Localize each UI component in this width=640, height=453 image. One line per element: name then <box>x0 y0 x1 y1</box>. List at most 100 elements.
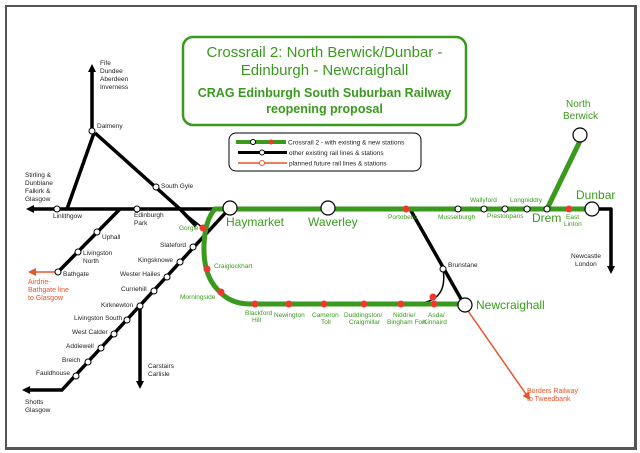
label-blackford-2: Hill <box>252 317 262 324</box>
label-livingston-north-2: North <box>83 258 99 265</box>
label-wester-hailes: Wester Hailes <box>120 271 161 278</box>
station-west-calder[interactable] <box>110 330 118 338</box>
label-cameron-2: Toll <box>321 319 331 326</box>
station-asda[interactable] <box>430 300 438 308</box>
label-duddingston-2: Craigmillar <box>349 319 381 326</box>
station-slateford[interactable] <box>189 243 197 251</box>
dest-newcastle: Newcastle <box>571 253 601 260</box>
station-musselburgh[interactable] <box>454 205 462 213</box>
label-edinburgh-park-1: Edinburgh <box>134 212 164 219</box>
station-newington[interactable] <box>285 300 293 308</box>
subtitle-line-2: reopening proposal <box>266 102 383 116</box>
station-duddingston[interactable] <box>360 300 368 308</box>
station-dalmeny[interactable] <box>88 127 96 135</box>
station-dunbar[interactable] <box>584 201 600 217</box>
station-addiewell[interactable] <box>97 344 105 352</box>
crossrail-labels: Musselburgh Wallyford Prestonpans Longni… <box>179 197 582 326</box>
station-linlithgow[interactable] <box>53 205 61 213</box>
station-gorgie[interactable] <box>199 224 207 232</box>
label-north-berwick-2: Berwick <box>563 111 599 122</box>
station-prestonpans[interactable] <box>501 205 509 213</box>
title-line-1: Crossrail 2: North Berwick/Dunbar - <box>207 44 443 61</box>
station-cameron-toll[interactable] <box>320 300 328 308</box>
station-wallyford[interactable] <box>480 205 488 213</box>
label-edinburgh-park-2: Park <box>134 220 148 227</box>
label-east-linton-2: Linton <box>564 221 582 228</box>
label-newington: Newington <box>274 312 305 319</box>
station-bathgate[interactable] <box>54 268 62 276</box>
label-kingsknowe: Kingsknowe <box>138 257 173 264</box>
station-longniddry[interactable] <box>523 205 531 213</box>
dest-shotts: Shotts <box>25 399 44 406</box>
dest-london: London <box>575 261 597 268</box>
station-north-berwick[interactable] <box>572 127 588 143</box>
label-newcraighall: Newcraighall <box>476 298 545 312</box>
label-west-calder: West Calder <box>72 329 108 336</box>
dest-aberdeen: Aberdeen <box>100 76 129 83</box>
label-gorgie: Gorgie <box>179 225 199 232</box>
line-borders-railway <box>465 307 531 401</box>
station-livingston-south[interactable] <box>123 316 131 324</box>
label-east-linton-1: East <box>566 214 579 221</box>
station-craiglockhart[interactable] <box>203 265 211 273</box>
dest-inverness: Inverness <box>100 84 129 91</box>
station-blackford-hill[interactable] <box>251 300 259 308</box>
legend-label: other existing rail lines & stations <box>289 150 384 157</box>
label-uphall: Uphall <box>102 234 121 241</box>
existing-stations <box>53 127 551 380</box>
label-dunbar: Dunbar <box>576 188 615 202</box>
label-duddingston-1: Duddingston/ <box>344 312 382 319</box>
dest-borders: Borders Railway <box>527 388 578 395</box>
label-drem: Drem <box>532 211 561 225</box>
title-box: Crossrail 2: North Berwick/Dunbar - Edin… <box>181 35 468 127</box>
station-asda-spur[interactable] <box>429 293 437 301</box>
dest-airdrie-1: Airdrie- <box>28 279 51 286</box>
label-portobello: Portobello <box>388 214 418 221</box>
major-labels: Haymarket Waverley Newcraighall Drem Dun… <box>226 99 615 312</box>
legend-station-icon <box>259 149 265 156</box>
station-newcraighall[interactable] <box>457 297 473 313</box>
legend-item-existing: other existing rail lines & stations <box>238 149 384 157</box>
label-haymarket: Haymarket <box>226 215 285 229</box>
major-stations <box>222 127 600 313</box>
connector-gorgie <box>177 207 204 229</box>
dest-airdrie-3: to Glasgow <box>28 295 64 302</box>
label-blackford-1: Blackford <box>245 310 272 317</box>
station-fauldhouse[interactable] <box>72 372 80 380</box>
label-kirknewton: Kirknewton <box>101 302 134 309</box>
station-morningside[interactable] <box>217 288 225 296</box>
station-kingsknowe[interactable] <box>176 258 184 266</box>
label-bathgate: Bathgate <box>63 271 89 278</box>
station-kirknewton[interactable] <box>136 302 144 310</box>
station-east-linton[interactable] <box>565 205 573 213</box>
dest-shotts-glasgow: Glasgow <box>25 407 51 414</box>
station-drem[interactable] <box>543 205 551 213</box>
title-line-2: Edinburgh - Newcraighall <box>241 62 409 79</box>
station-breich[interactable] <box>84 358 92 366</box>
label-livingston-north-1: Livingston <box>83 250 113 257</box>
station-curriehill[interactable] <box>150 287 158 295</box>
station-waverley[interactable] <box>320 200 336 216</box>
label-niddrie-1: Niddrie/ <box>393 312 416 319</box>
station-wester-hailes[interactable] <box>163 273 171 281</box>
station-brunstane[interactable] <box>439 265 447 273</box>
station-haymarket[interactable] <box>222 200 238 216</box>
line-dalmeny-haymarket <box>93 131 182 211</box>
label-slateford: Slateford <box>160 242 186 249</box>
new-stations <box>199 205 573 308</box>
station-south-gyle[interactable] <box>152 183 160 191</box>
planned-lines <box>28 268 531 401</box>
label-longniddry: Longniddry <box>510 197 543 204</box>
legend-existing-station-icon <box>250 139 256 145</box>
crossrail-south-suburban <box>201 206 468 307</box>
label-asda-2: Kinnaird <box>423 319 447 326</box>
station-uphall[interactable] <box>93 228 101 236</box>
legend-item-crossrail: Crossrail 2 - with existing & new statio… <box>236 139 405 147</box>
dest-fife: Fife <box>100 60 111 67</box>
line-to-bathgate <box>56 207 122 274</box>
station-niddrie[interactable] <box>397 300 405 308</box>
station-portobello[interactable] <box>402 205 410 213</box>
station-edinburgh-park[interactable] <box>133 205 141 213</box>
station-livingston-north[interactable] <box>74 248 82 256</box>
